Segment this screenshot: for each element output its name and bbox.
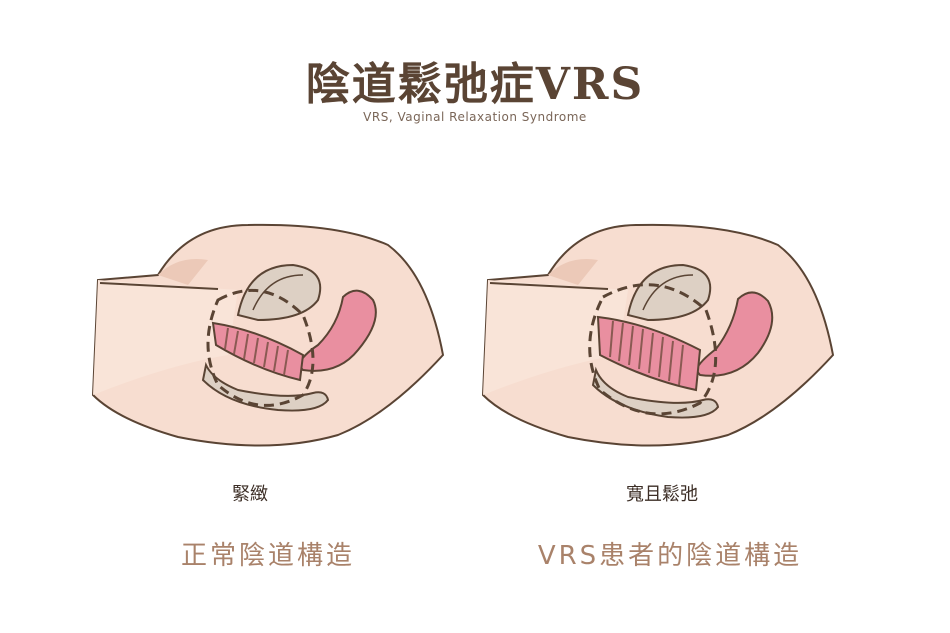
page-subtitle: VRS, Vaginal Relaxation Syndrome [363,110,587,124]
normal-caption: 正常陰道構造 [180,541,355,571]
bladder-shape [626,263,712,322]
normal-state-label: 緊緻 [232,484,268,505]
normal-anatomy-illustration [91,223,445,447]
vrs-caption: VRS患者的陰道構造 [537,541,803,571]
bladder-shape [236,263,322,322]
pelvic-outline-dashed [206,288,315,407]
vrs-anatomy-illustration [481,223,835,447]
page-title: 陰道鬆弛症VRS [305,59,645,110]
vrs-state-label: 寬且鬆弛 [626,484,698,505]
uterus-shape [694,291,774,377]
pelvis-body-shape [91,223,445,447]
pelvic-outline-dashed [588,283,718,416]
vaginal-canal-shape [596,315,702,392]
vaginal-canal-shape [211,321,305,382]
